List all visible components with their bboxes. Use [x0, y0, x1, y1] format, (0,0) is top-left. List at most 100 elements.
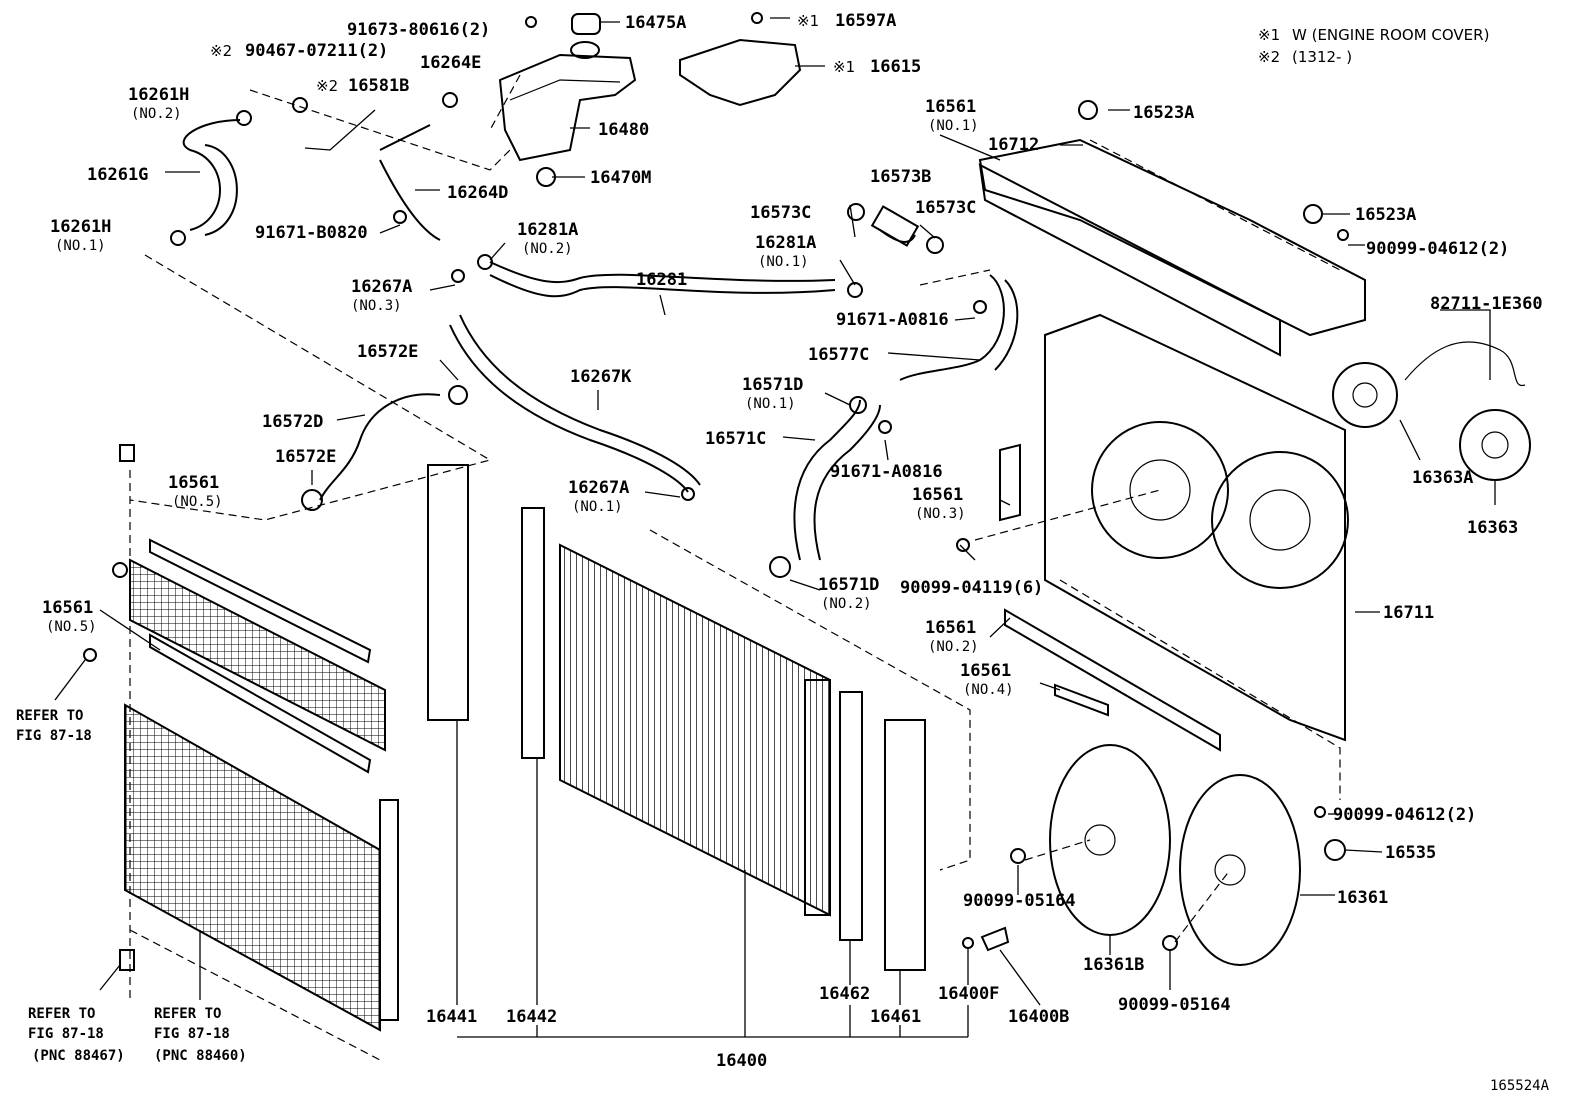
note-1-mark: ※1 [1258, 26, 1280, 44]
label-16571C: 16571C [705, 429, 766, 449]
label-16561-no5-bottom: 16561 [42, 598, 93, 618]
label-16363A: 16363A [1412, 468, 1473, 488]
label-16261H-no1: 16261H [50, 217, 111, 237]
label-refer-3-line3: (PNC 88460) [154, 1048, 247, 1064]
part-labels: 16475A 91673-80616(2) ※1 16597A ※2 90467… [16, 11, 1550, 1094]
label-16523A-top: 16523A [1133, 103, 1194, 123]
label-16267K: 16267K [570, 367, 632, 387]
label-16400: 16400 [716, 1051, 767, 1071]
label-16462: 16462 [819, 984, 870, 1004]
label-16561-no1: 16561 [925, 97, 976, 117]
label-16711: 16711 [1383, 603, 1434, 623]
label-91673-80616: 91673-80616(2) [347, 20, 490, 40]
label-16281A-no2-sub: (NO.2) [522, 241, 573, 257]
label-16267A-no1: 16267A [568, 478, 629, 498]
label-16615: 16615 [870, 57, 921, 77]
label-16572E-top: 16572E [357, 342, 418, 362]
label-16261H-no2: 16261H [128, 85, 189, 105]
label-16572E-bottom: 16572E [275, 447, 336, 467]
label-16571D-no1: 16571D [742, 375, 803, 395]
label-16615-mark: ※1 [833, 58, 855, 76]
label-16571D-no2: 16571D [818, 575, 879, 595]
label-90467-mark: ※2 [210, 42, 232, 60]
label-refer-2-line3: (PNC 88467) [32, 1048, 125, 1064]
label-refer-3-line2: FIG 87-18 [154, 1026, 230, 1042]
label-91671-A0816-bottom: 91671-A0816 [830, 462, 943, 482]
engine-room-cover-drawing [679, 38, 802, 107]
label-16281: 16281 [636, 270, 687, 290]
assembly-dashed-lines [129, 74, 1341, 1061]
label-16442: 16442 [506, 1007, 557, 1027]
label-16581B: 16581B [348, 76, 409, 96]
label-90099-05164-lower: 90099-05164 [1118, 995, 1231, 1015]
seal-16561-no4-drawing [1054, 683, 1109, 717]
label-16573B: 16573B [870, 167, 931, 187]
label-16267A-no1-sub: (NO.1) [572, 499, 623, 515]
label-16571D-no1-sub: (NO.1) [745, 396, 796, 412]
condenser-drawing [119, 444, 399, 1032]
label-16475A: 16475A [625, 13, 686, 33]
label-16267A-no3: 16267A [351, 277, 412, 297]
label-16281A-no2: 16281A [517, 220, 578, 240]
radiator-drawing [427, 464, 926, 971]
leader-lines [54, 17, 1496, 1038]
label-16264E: 16264E [420, 53, 481, 73]
label-16363: 16363 [1467, 518, 1518, 538]
fan-motors-drawing [1332, 341, 1531, 481]
label-16561-no5-bottom-sub: (NO.5) [46, 619, 97, 635]
label-91671-A0816-top: 91671-A0816 [836, 310, 949, 330]
label-90467-07211: 90467-07211(2) [245, 41, 388, 61]
label-16281A-no1: 16281A [755, 233, 816, 253]
note-1-text: W (ENGINE ROOM COVER) [1292, 26, 1489, 44]
label-90099-05164-upper: 90099-05164 [963, 891, 1076, 911]
label-16573C-left: 16573C [750, 203, 811, 223]
label-16597A: 16597A [835, 11, 896, 31]
label-16480: 16480 [598, 120, 649, 140]
note-2-text: (1312- ) [1292, 48, 1352, 66]
label-90099-04612-top: 90099-04612(2) [1366, 239, 1509, 259]
reservoir-tank-drawing [498, 13, 637, 162]
label-16535: 16535 [1385, 843, 1436, 863]
note-2-mark: ※2 [1258, 48, 1280, 66]
label-16281A-no1-sub: (NO.1) [758, 254, 809, 270]
label-refer-2-line1: REFER TO [28, 1006, 95, 1022]
label-16561-no2: 16561 [925, 618, 976, 638]
label-16561-no1-sub: (NO.1) [928, 118, 979, 134]
label-16267A-no3-sub: (NO.3) [351, 298, 402, 314]
label-refer-3-line1: REFER TO [154, 1006, 221, 1022]
label-16361B: 16361B [1083, 955, 1144, 975]
figure-id: 165524A [1490, 1078, 1550, 1094]
label-16361: 16361 [1337, 888, 1388, 908]
label-16400B: 16400B [1008, 1007, 1069, 1027]
label-16470M: 16470M [590, 168, 651, 188]
upper-support-drawing [978, 138, 1366, 337]
label-16581B-mark: ※2 [316, 77, 338, 95]
label-91671-B0820: 91671-B0820 [255, 223, 368, 243]
label-16461: 16461 [870, 1007, 921, 1027]
label-refer-2-line2: FIG 87-18 [28, 1026, 104, 1042]
seal-16561-no3-drawing [999, 443, 1021, 522]
fasteners-drawing [83, 12, 1349, 952]
label-90099-04119: 90099-04119(6) [900, 578, 1043, 598]
seal-16561-no2-drawing [1004, 608, 1221, 752]
label-16400F: 16400F [938, 984, 999, 1004]
label-16561-no3-sub: (NO.3) [915, 506, 966, 522]
label-16561-no4-sub: (NO.4) [963, 682, 1014, 698]
label-refer-1-line1: REFER TO [16, 708, 83, 724]
label-16523A-mid: 16523A [1355, 205, 1416, 225]
label-16561-no3: 16561 [912, 485, 963, 505]
label-16261H-no1-sub: (NO.1) [55, 238, 106, 254]
label-16561-no4: 16561 [960, 661, 1011, 681]
label-16261G: 16261G [87, 165, 148, 185]
footnotes: ※1 W (ENGINE ROOM COVER) ※2 (1312- ) [1258, 26, 1489, 66]
label-16577C: 16577C [808, 345, 869, 365]
label-16597A-mark: ※1 [797, 12, 819, 30]
label-16261H-no2-sub: (NO.2) [131, 106, 182, 122]
label-16561-no5-top-sub: (NO.5) [172, 494, 223, 510]
label-16712: 16712 [988, 135, 1039, 155]
label-16572D: 16572D [262, 412, 323, 432]
label-16561-no2-sub: (NO.2) [928, 639, 979, 655]
label-90099-04612-bottom: 90099-04612(2) [1333, 805, 1476, 825]
fan-blades-drawing [1049, 744, 1301, 966]
